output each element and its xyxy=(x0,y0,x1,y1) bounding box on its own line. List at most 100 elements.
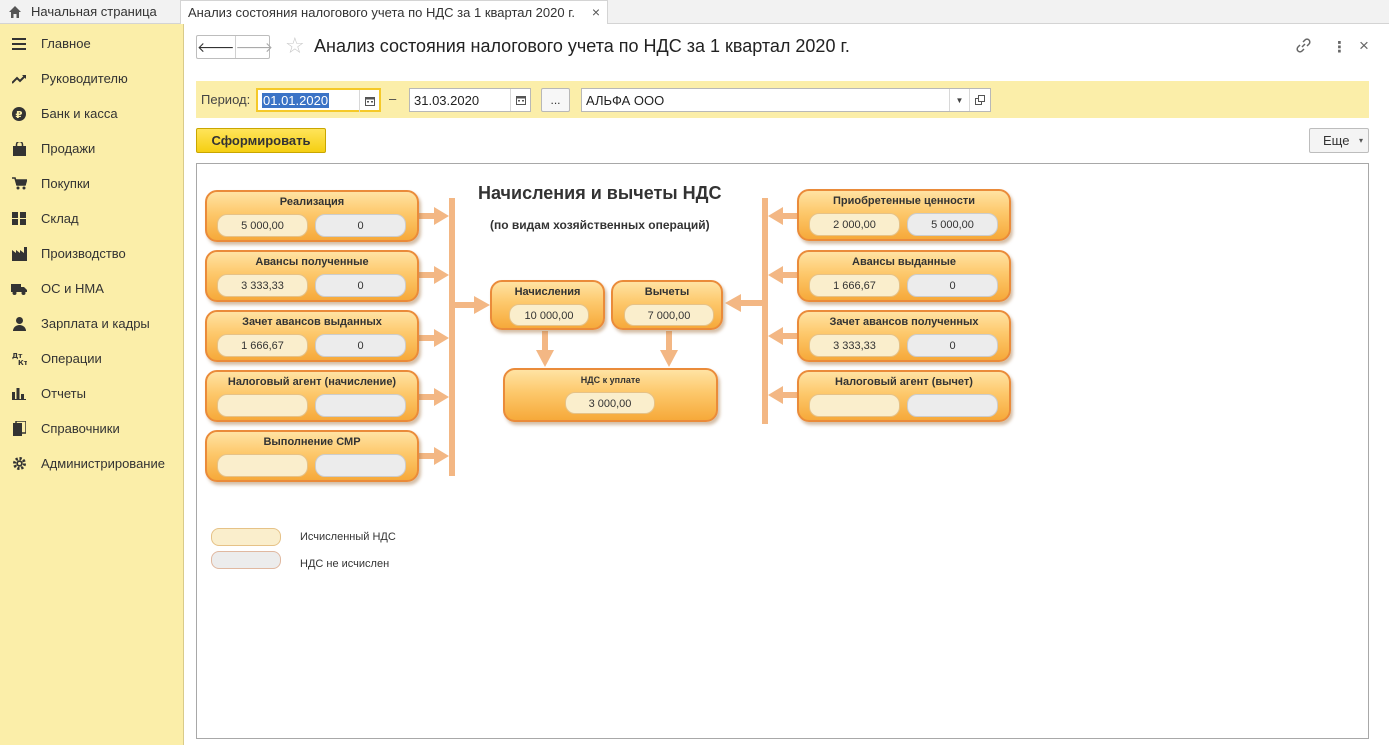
card-value-vat[interactable]: 3 333,33 xyxy=(217,274,308,297)
bar-chart-icon xyxy=(11,386,27,402)
legend-swatch-not-calculated xyxy=(211,551,281,569)
forward-button[interactable]: 🡒 xyxy=(234,36,273,58)
card-value-no-vat[interactable]: 0 xyxy=(907,274,998,297)
calendar-icon[interactable] xyxy=(359,90,379,112)
link-icon[interactable] xyxy=(1296,38,1311,57)
period-bar: Период: 01.01.2020 – ... ▼ xyxy=(196,81,1369,118)
card-value-no-vat[interactable] xyxy=(315,394,406,417)
organization-input[interactable] xyxy=(582,89,990,111)
card-value-no-vat[interactable]: 5 000,00 xyxy=(907,213,998,236)
card-tax-agent-accrual[interactable]: Налоговый агент (начисление) xyxy=(205,370,419,422)
card-value-vat[interactable] xyxy=(809,394,900,417)
more-button-label: Еще xyxy=(1323,133,1350,148)
sidebar-item-manager[interactable]: Руководителю xyxy=(0,61,184,96)
card-advances-received[interactable]: Авансы полученные 3 333,33 0 xyxy=(205,250,419,302)
period-start-field[interactable]: 01.01.2020 xyxy=(256,88,381,112)
person-icon xyxy=(11,316,27,332)
card-label: Выполнение СМР xyxy=(263,436,361,448)
legend-calculated: Исчисленный НДС xyxy=(300,531,396,543)
sidebar-item-bank[interactable]: ₽ Банк и касса xyxy=(0,96,184,131)
arrow-to-deductions xyxy=(725,294,762,312)
sidebar-item-payroll[interactable]: Зарплата и кадры xyxy=(0,306,184,341)
favorite-star-icon[interactable]: ☆ xyxy=(285,33,305,58)
svg-text:Дт: Дт xyxy=(12,352,23,360)
calendar-icon[interactable] xyxy=(510,89,530,111)
sidebar-item-main[interactable]: Главное xyxy=(0,26,184,61)
generate-button[interactable]: Сформировать xyxy=(196,128,326,153)
sidebar-item-sales[interactable]: Продажи xyxy=(0,131,184,166)
arrow-left-1 xyxy=(418,207,449,225)
card-sales[interactable]: Реализация 5 000,00 0 xyxy=(205,190,419,242)
arrow-right-1 xyxy=(768,207,798,225)
vertical-scrollbar[interactable] xyxy=(1354,164,1368,738)
sidebar-item-directories[interactable]: Справочники xyxy=(0,411,184,446)
close-form-icon[interactable]: × xyxy=(1359,36,1369,55)
card-value-vat[interactable]: 1 666,67 xyxy=(809,274,900,297)
sidebar-item-purchases[interactable]: Покупки xyxy=(0,166,184,201)
deductions-value[interactable]: 7 000,00 xyxy=(624,304,714,326)
sidebar-item-reports[interactable]: Отчеты xyxy=(0,376,184,411)
period-select-button[interactable]: ... xyxy=(541,88,570,112)
card-value-no-vat[interactable] xyxy=(907,394,998,417)
more-actions-icon[interactable]: ⋮ xyxy=(1332,39,1347,56)
sidebar-item-label: Продажи xyxy=(41,141,96,156)
chevron-down-icon: ▾ xyxy=(1358,136,1363,145)
card-value-no-vat[interactable]: 0 xyxy=(315,334,406,357)
sidebar-item-admin[interactable]: Администрирование xyxy=(0,446,184,481)
tab-report[interactable]: Анализ состояния налогового учета по НДС… xyxy=(180,0,608,24)
card-label: Приобретенные ценности xyxy=(833,195,975,207)
card-label: Налоговый агент (вычет) xyxy=(835,376,973,388)
history-nav: 🡐 🡒 xyxy=(196,35,273,59)
card-value-vat[interactable]: 2 000,00 xyxy=(809,213,900,236)
sidebar-item-fixed-assets[interactable]: ОС и НМА xyxy=(0,271,184,306)
tab-home[interactable]: Начальная страница xyxy=(0,0,178,23)
period-end-field[interactable] xyxy=(409,88,531,112)
warehouse-grid-icon xyxy=(11,211,27,227)
card-value-no-vat[interactable]: 0 xyxy=(315,214,406,237)
arrow-left-3 xyxy=(418,329,449,347)
card-advances-issued[interactable]: Авансы выданные 1 666,67 0 xyxy=(797,250,1011,302)
more-button[interactable]: Еще ▾ xyxy=(1309,128,1369,153)
card-value-vat[interactable] xyxy=(217,394,308,417)
sidebar-item-production[interactable]: Производство xyxy=(0,236,184,271)
card-offset-advances-issued[interactable]: Зачет авансов выданных 1 666,67 0 xyxy=(205,310,419,362)
card-construction[interactable]: Выполнение СМР xyxy=(205,430,419,482)
card-value-no-vat[interactable]: 0 xyxy=(315,274,406,297)
organization-field[interactable]: ▼ xyxy=(581,88,991,112)
card-value-vat[interactable]: 3 333,33 xyxy=(809,334,900,357)
vat-payable-value[interactable]: 3 000,00 xyxy=(565,392,655,414)
shopping-bag-icon xyxy=(11,141,27,157)
arrow-left-4 xyxy=(418,388,449,406)
card-value-vat[interactable]: 1 666,67 xyxy=(217,334,308,357)
ruble-coin-icon: ₽ xyxy=(11,106,27,122)
open-icon[interactable] xyxy=(969,89,990,111)
card-offset-advances-received[interactable]: Зачет авансов полученных 3 333,33 0 xyxy=(797,310,1011,362)
period-end-input[interactable] xyxy=(410,89,530,111)
card-value-no-vat[interactable] xyxy=(315,454,406,477)
accruals-value[interactable]: 10 000,00 xyxy=(509,304,589,326)
page-title: Анализ состояния налогового учета по НДС… xyxy=(314,36,850,56)
card-value-vat[interactable] xyxy=(217,454,308,477)
arrow-left-icon: 🡐 xyxy=(197,38,235,55)
card-deductions[interactable]: Вычеты 7 000,00 xyxy=(611,280,723,330)
sidebar-item-warehouse[interactable]: Склад xyxy=(0,201,184,236)
back-button[interactable]: 🡐 xyxy=(197,36,235,58)
gear-icon xyxy=(11,456,27,472)
card-accruals[interactable]: Начисления 10 000,00 xyxy=(490,280,605,330)
card-label: Вычеты xyxy=(644,286,690,298)
period-dash: – xyxy=(389,91,397,106)
svg-text:Кт: Кт xyxy=(18,359,27,366)
tab-close-icon[interactable]: × xyxy=(591,4,600,20)
card-vat-payable[interactable]: НДС к уплате 3 000,00 xyxy=(503,368,718,422)
card-value-vat[interactable]: 5 000,00 xyxy=(217,214,308,237)
card-tax-agent-deduction[interactable]: Налоговый агент (вычет) xyxy=(797,370,1011,422)
sidebar-item-label: Руководителю xyxy=(41,71,128,86)
tab-bar: Начальная страница Анализ состояния нало… xyxy=(0,0,1389,24)
sidebar-item-label: Производство xyxy=(41,246,126,261)
card-value-no-vat[interactable]: 0 xyxy=(907,334,998,357)
card-acquired-values[interactable]: Приобретенные ценности 2 000,00 5 000,00 xyxy=(797,189,1011,241)
chevron-down-icon[interactable]: ▼ xyxy=(949,89,969,111)
card-label: Авансы полученные xyxy=(255,256,369,268)
